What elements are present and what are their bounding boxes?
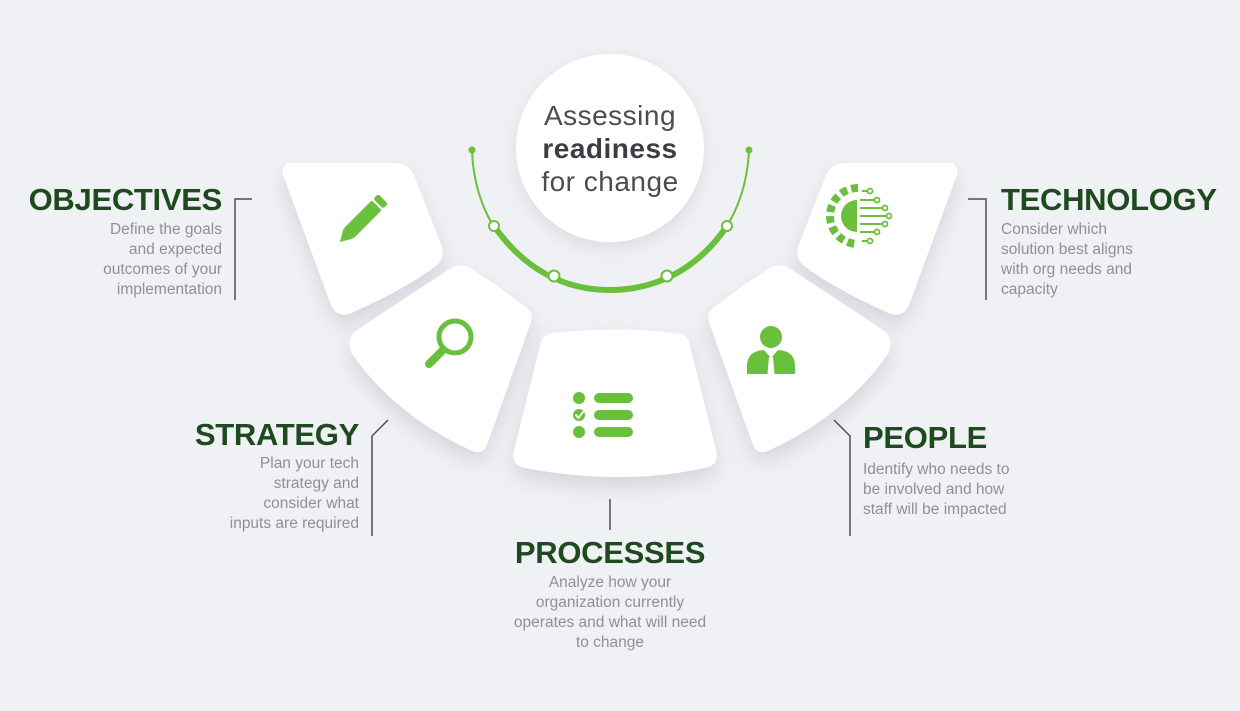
bracket-people (833, 419, 851, 536)
technology-desc-line: solution best aligns (1001, 241, 1133, 258)
center-circle (516, 54, 704, 242)
bracket-objectives (234, 198, 252, 300)
readiness-arc (468, 146, 753, 294)
objectives-desc: Define the goals and expected outcomes o… (20, 220, 222, 300)
people-desc: Identify who needs to be involved and ho… (863, 460, 1083, 520)
pencil-icon (339, 194, 388, 243)
processes-desc-line: to change (575, 634, 645, 651)
strategy-desc-line: consider what (263, 495, 359, 512)
gear-circuit-icon (826, 184, 893, 248)
processes-desc-line: organization currently (535, 594, 685, 611)
people-desc-line: Identify who needs to (863, 461, 1010, 478)
technology-desc-line: capacity (1001, 281, 1058, 298)
checklist-icon (573, 392, 633, 438)
bracket-strategy (371, 419, 389, 536)
strategy-desc-line: Plan your tech (259, 455, 359, 472)
objectives-title: OBJECTIVES (28, 182, 223, 217)
person-icon (747, 326, 795, 374)
strategy-desc-line: strategy and (273, 475, 359, 492)
processes-desc: Analyze how your organization currently … (470, 573, 750, 653)
card-processes (513, 329, 717, 477)
processes-title: PROCESSES (514, 535, 706, 570)
card-people (708, 265, 891, 453)
people-desc-line: staff will be impacted (863, 501, 1007, 518)
center-line-1: Assessing (543, 100, 677, 131)
strategy-title: STRATEGY (194, 417, 359, 452)
people-title: PEOPLE (863, 420, 987, 455)
strategy-desc-line: inputs are required (229, 515, 359, 532)
objectives-desc-line: implementation (116, 281, 222, 298)
center-line-3: for change (541, 166, 679, 197)
center-label: Assessing readiness for change (510, 99, 710, 198)
objectives-desc-line: and expected (128, 241, 222, 258)
magnifier-icon (425, 318, 474, 368)
processes-desc-line: Analyze how your (548, 574, 672, 591)
technology-title: TECHNOLOGY (1001, 182, 1217, 217)
strategy-desc: Plan your tech strategy and consider wha… (160, 454, 359, 534)
technology-desc-line: with org needs and (1001, 261, 1132, 278)
technology-desc-line: Consider which (1001, 221, 1107, 238)
technology-desc: Consider which solution best aligns with… (1001, 220, 1221, 300)
card-strategy (349, 265, 532, 453)
people-desc-line: be involved and how (863, 481, 1005, 498)
card-objectives (282, 163, 443, 315)
bracket-technology (968, 198, 987, 300)
processes-desc-line: operates and what will need (513, 614, 707, 631)
center-line-2: readiness (542, 133, 678, 164)
objectives-desc-line: Define the goals (109, 221, 222, 238)
objectives-desc-line: outcomes of your (103, 261, 222, 278)
